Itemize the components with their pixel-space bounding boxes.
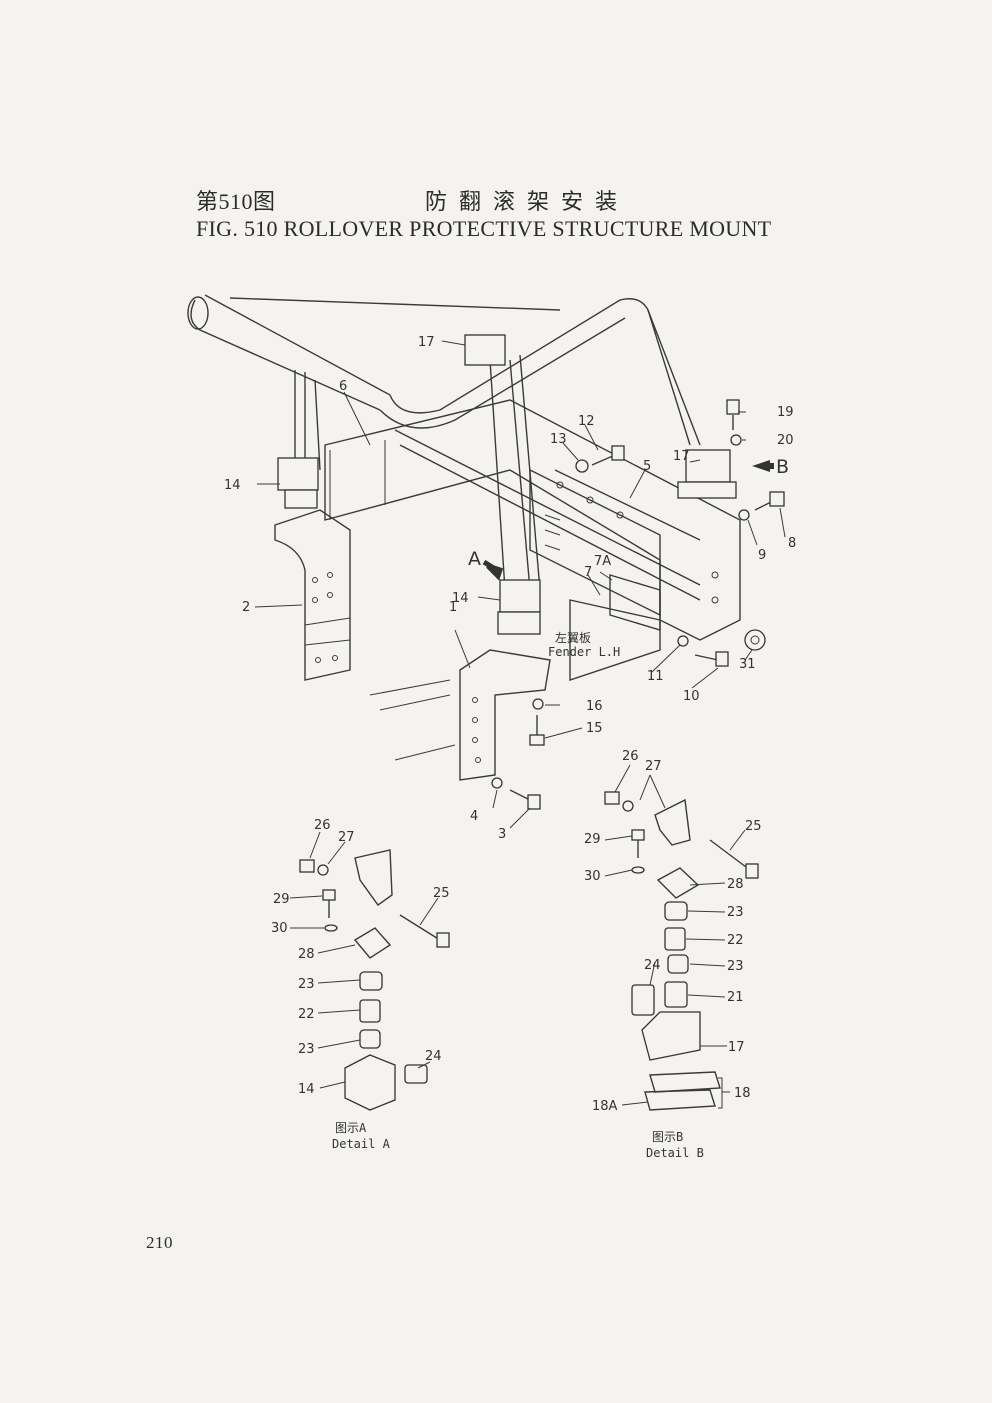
callout-8: 8	[788, 536, 796, 551]
detail-a-callouts: 26 27 25 29 30 28 23 22 23 24 14 图示A Det…	[271, 818, 450, 1151]
detail-b-callout: 30	[584, 869, 601, 884]
callout-14-center: 14	[452, 591, 469, 606]
detail-b-callouts: 26 27 25 29 30 28 23 22 24 23 21 17 18 1…	[584, 749, 762, 1160]
detail-b-callout: 24	[644, 958, 661, 973]
arrow-a-icon	[482, 559, 504, 581]
part-callouts: 1 2 3 4 5 6 7 7A 8 9 10 11 12 13 14 14 1…	[224, 335, 796, 842]
detail-a-callout: 27	[338, 830, 355, 845]
detail-b-caption-en: Detail B	[646, 1146, 704, 1160]
leader-lines	[254, 340, 786, 1109]
detail-b-callout: 21	[727, 990, 744, 1005]
bracket-center	[369, 649, 551, 781]
detail-a-callout: 24	[425, 1049, 442, 1064]
callout-4: 4	[470, 809, 478, 824]
callout-9: 9	[758, 548, 766, 563]
detail-b-callout: 17	[728, 1040, 745, 1055]
detail-a-callout: 22	[298, 1007, 315, 1022]
figure-title-en: FIG. 510 ROLLOVER PROTECTIVE STRUCTURE M…	[196, 216, 772, 241]
detail-b-callout: 25	[745, 819, 762, 834]
callout-6: 6	[339, 379, 347, 394]
page-number: 210	[146, 1233, 173, 1252]
detail-a-caption-en: Detail A	[332, 1137, 391, 1151]
detail-b-callout: 18	[734, 1086, 751, 1101]
callout-15: 15	[586, 721, 603, 736]
callout-5: 5	[643, 459, 651, 474]
detail-b-caption-cn: 图示B	[652, 1130, 683, 1144]
view-marker-a: A	[468, 548, 481, 570]
callout-19: 19	[777, 405, 794, 420]
mount-blocks	[277, 334, 737, 635]
detail-a-callout: 26	[314, 818, 331, 833]
callout-7: 7	[584, 565, 592, 580]
detail-a-callout: 14	[298, 1082, 315, 1097]
callout-16: 16	[586, 699, 603, 714]
callout-10: 10	[683, 689, 700, 704]
view-marker-b: B	[776, 456, 789, 478]
detail-a-parts	[299, 849, 450, 1111]
callout-1: 1	[449, 600, 457, 615]
callout-3: 3	[498, 827, 506, 842]
callout-11: 11	[647, 669, 664, 684]
detail-a-caption-cn: 图示A	[335, 1121, 367, 1135]
callout-17-top: 17	[418, 335, 435, 350]
fender-label-en: Fender L.H	[548, 645, 620, 659]
callout-13: 13	[550, 432, 567, 447]
detail-a-callout: 23	[298, 977, 315, 992]
callout-12: 12	[578, 414, 595, 429]
detail-b-callout: 22	[727, 933, 744, 948]
callout-17-right: 17	[673, 449, 690, 464]
callout-31: 31	[739, 657, 756, 672]
detail-b-callout: 26	[622, 749, 639, 764]
callout-14-left: 14	[224, 478, 241, 493]
detail-a-callout: 28	[298, 947, 315, 962]
detail-b-callout: 23	[727, 959, 744, 974]
detail-b-parts	[604, 791, 759, 1111]
fasteners	[491, 399, 785, 810]
figure-title-cn: 防翻滚架安装	[425, 189, 630, 214]
detail-a-callout: 25	[433, 886, 450, 901]
detail-a-callout: 23	[298, 1042, 315, 1057]
detail-b-callout: 18A	[592, 1099, 618, 1114]
fender-label-cn: 左翼板	[555, 630, 591, 645]
callout-7a: 7A	[594, 554, 611, 569]
detail-b-callout: 29	[584, 832, 601, 847]
figure-number-cn: 第510图	[196, 189, 276, 214]
detail-b-callout: 28	[727, 877, 744, 892]
detail-b-callout: 27	[645, 759, 662, 774]
view-markers: A B	[468, 456, 789, 581]
detail-b-callout: 23	[727, 905, 744, 920]
callout-2: 2	[242, 600, 250, 615]
bracket-left	[274, 509, 351, 681]
detail-a-callout: 30	[271, 921, 288, 936]
detail-a-callout: 29	[273, 892, 290, 907]
callout-20: 20	[777, 433, 794, 448]
mount-rails	[324, 399, 741, 681]
